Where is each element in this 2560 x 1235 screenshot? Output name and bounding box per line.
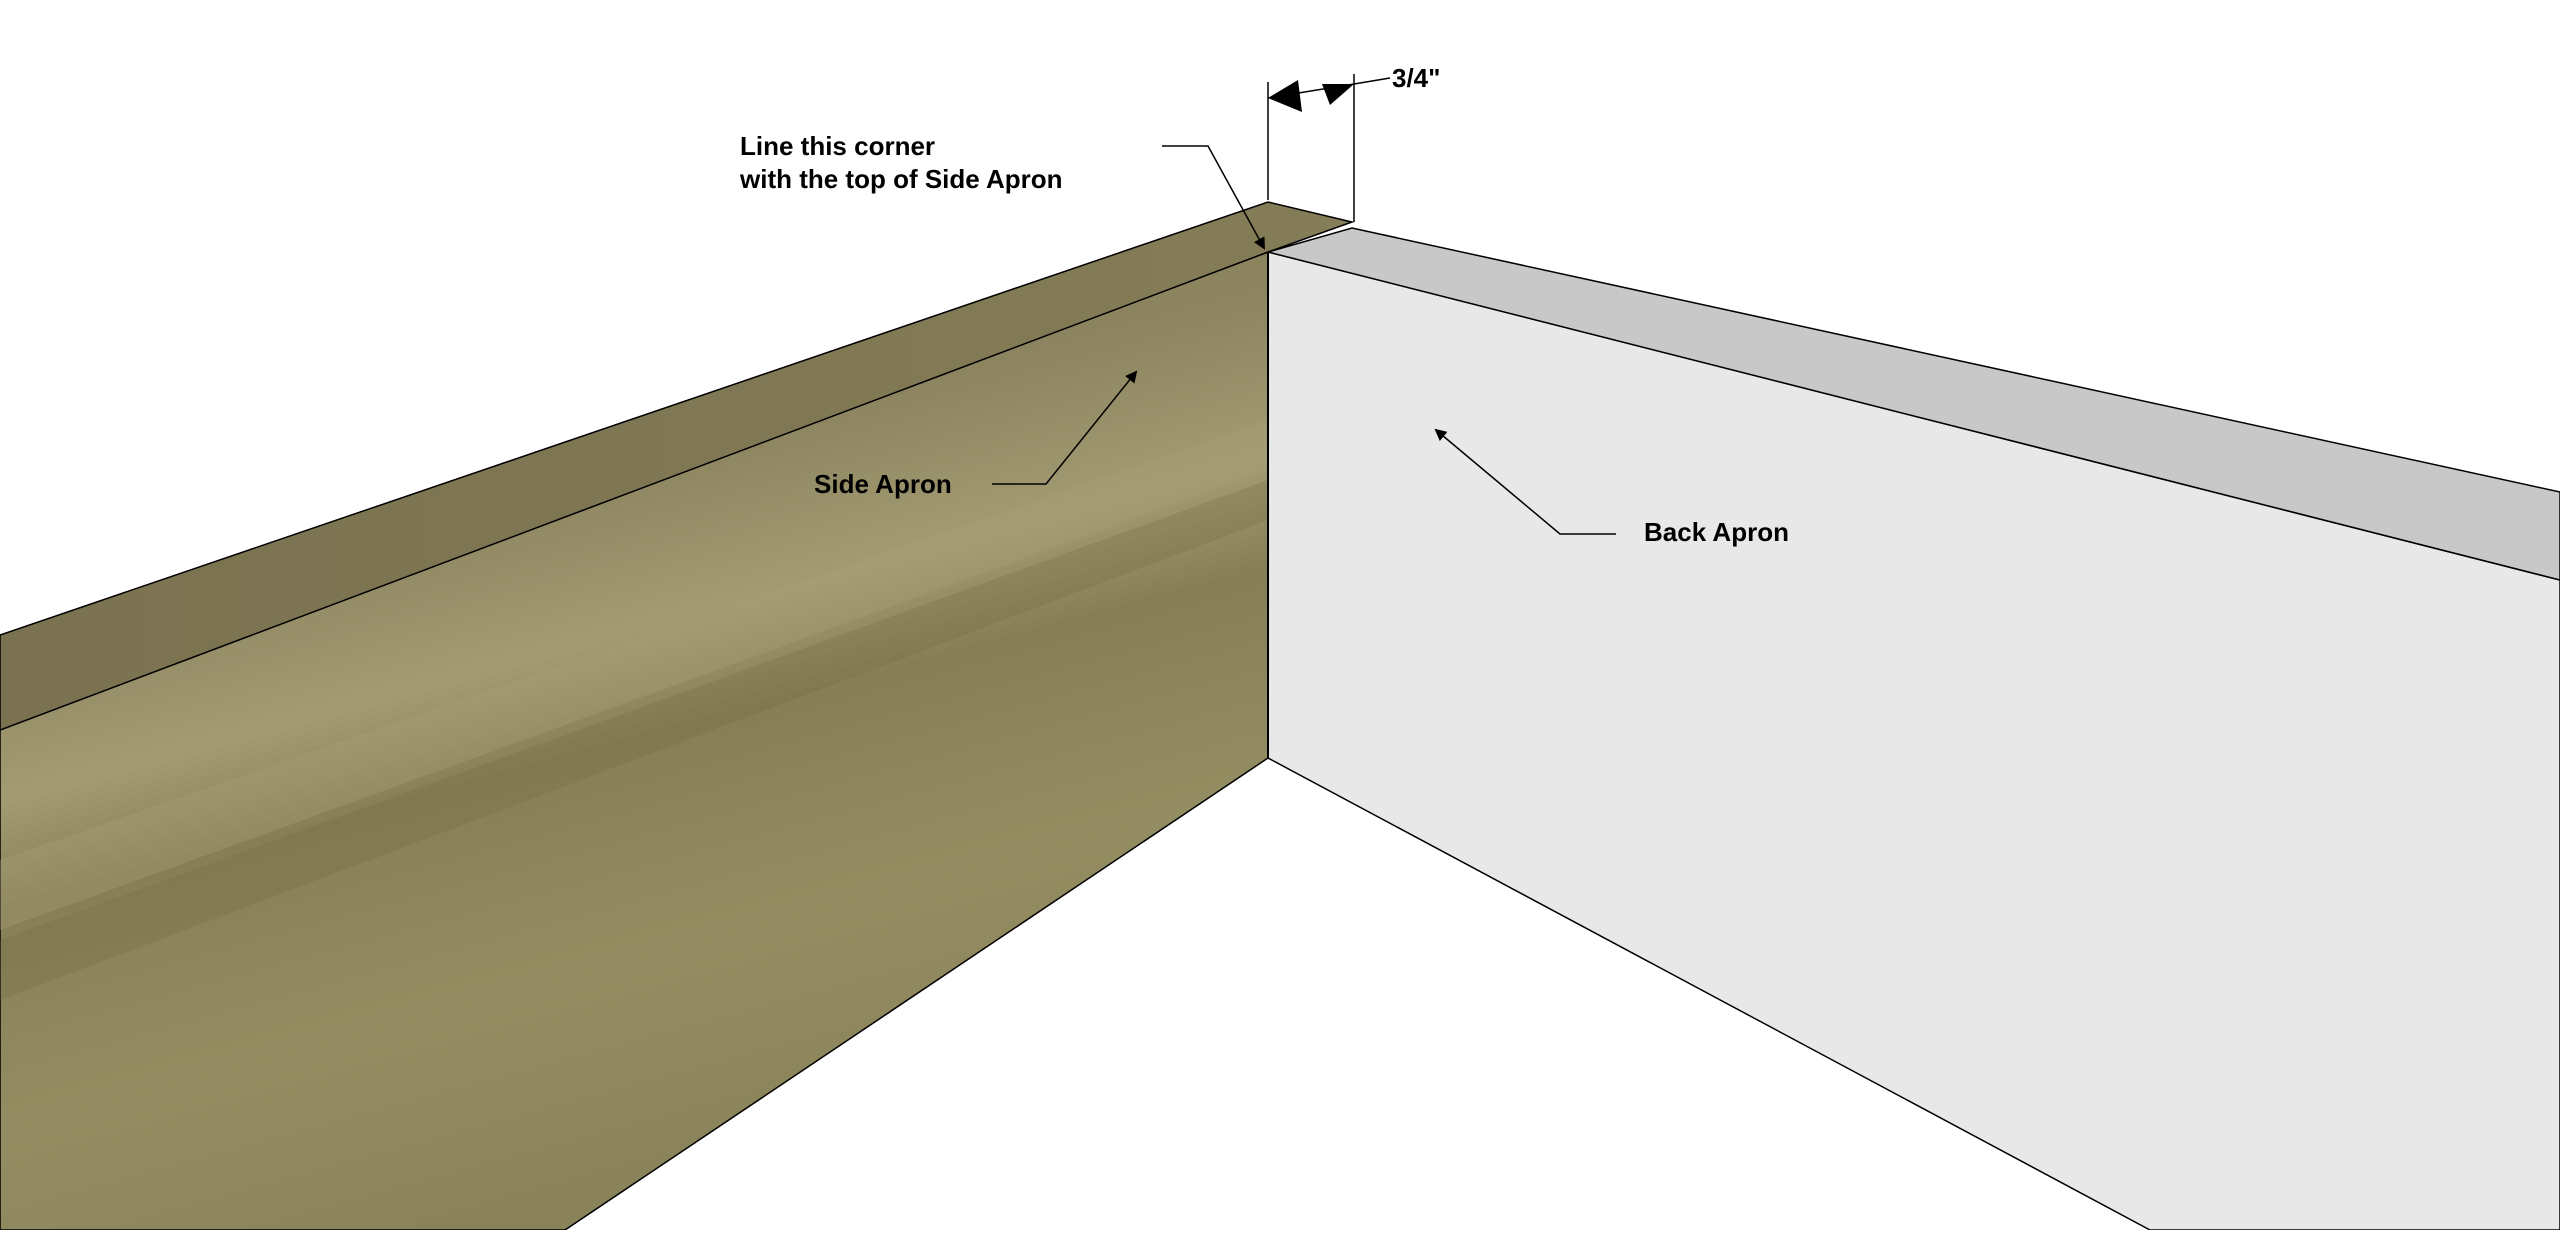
corner-note-line-2: with the top of Side Apron <box>740 164 1063 194</box>
back-apron-leader <box>1434 428 1616 535</box>
side-apron-grain-shadow <box>0 480 1268 1000</box>
corner-note-label: Line this corner with the top of Side Ap… <box>740 130 1063 196</box>
corner-note-leader <box>1162 145 1265 250</box>
side-apron-leader <box>992 370 1138 485</box>
back-apron-label: Back Apron <box>1644 517 1789 547</box>
corner-note-line-1: Line this corner <box>740 131 936 161</box>
dimension-label: 3/4" <box>1392 63 1441 93</box>
back-apron-top-edge <box>1265 227 2560 581</box>
side-apron-top-edge <box>0 201 1355 731</box>
side-apron-grain <box>0 420 1268 930</box>
side-apron-label: Side Apron <box>814 469 952 499</box>
dimension-marker <box>1267 74 1391 222</box>
